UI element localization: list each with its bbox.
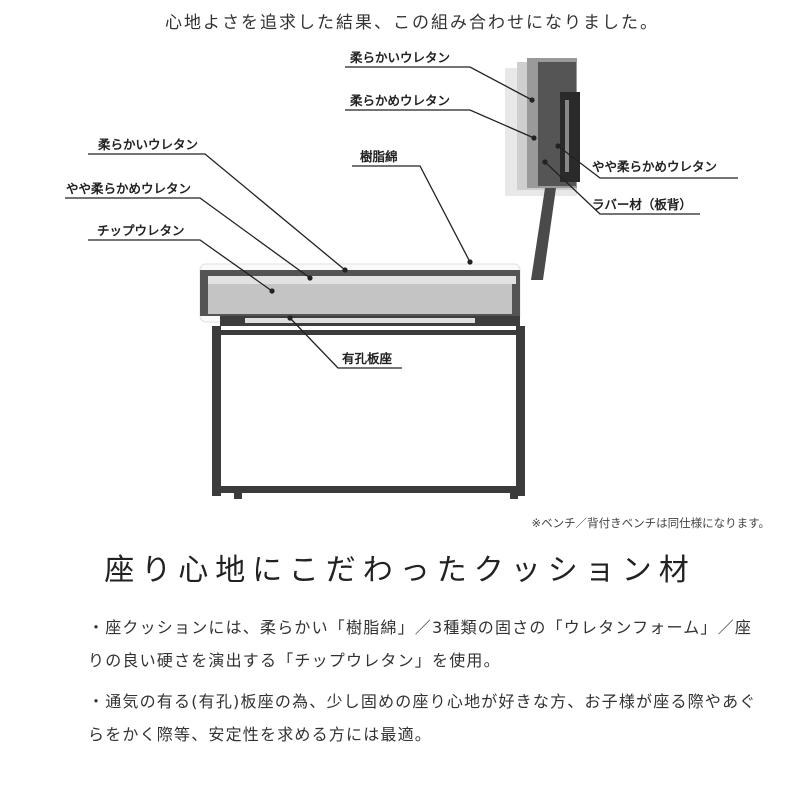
description-board-text: ・通気の有る(有孔)板座の為、少し固めの座り心地が好きな方、お子様が座る際やあぐ…	[88, 692, 757, 744]
description-cushion-text: ・座クッションには、柔らかい「樹脂綿」／3種類の固さの「ウレタンフォーム」／座り…	[88, 618, 753, 670]
backrest	[505, 58, 580, 196]
intro-text: 心地よさを追求した結果、この組み合わせになりました。	[165, 13, 659, 33]
seat	[199, 263, 521, 323]
bench-frame	[212, 326, 525, 499]
label-chip-urethane: チップウレタン	[97, 223, 185, 238]
upper-rail	[212, 330, 525, 335]
rear-foot	[510, 493, 518, 499]
front-leg	[212, 326, 221, 496]
front-foot	[234, 493, 242, 499]
spec-note: ※ベンチ／背付きベンチは同仕様になります。	[531, 516, 770, 530]
perforated-board-strip	[245, 318, 475, 323]
label-back-slightly-soft-urethane: やや柔らかめウレタン	[592, 159, 717, 174]
lower-rail	[212, 486, 525, 493]
label-back-soft-urethane: 柔らかいウレタン	[349, 50, 450, 65]
description-cushion: ・座クッションには、柔らかい「樹脂綿」／3種類の固さの「ウレタンフォーム」／座り…	[88, 611, 768, 677]
label-perforated-board-seat: 有孔板座	[342, 351, 393, 366]
rear-leg	[516, 326, 525, 496]
back-post	[531, 188, 556, 280]
label-resin-cotton: 樹脂綿	[360, 149, 398, 164]
seat-soft-layer	[208, 276, 516, 284]
label-back-mid-urethane: 柔らかめウレタン	[349, 93, 450, 108]
description-board: ・通気の有る(有孔)板座の為、少し固めの座り心地が好きな方、お子様が座る際やあぐ…	[88, 685, 768, 751]
label-seat-soft-urethane: 柔らかいウレタン	[97, 137, 198, 152]
bench-cross-section-diagram: 柔らかいウレタン 柔らかめウレタン 柔らかいウレタン やや柔らかめウレタン チッ…	[65, 50, 738, 499]
label-rubber-board: ラバー材（板背）	[592, 197, 692, 212]
leader-lines	[65, 66, 738, 369]
label-seat-mid-urethane: やや柔らかめウレタン	[66, 181, 191, 196]
leader-dots	[269, 97, 561, 321]
section-heading: 座り心地にこだわったクッション材	[104, 553, 696, 588]
backrest-rubber-highlight	[565, 100, 569, 172]
seat-chip-layer	[208, 284, 512, 314]
backrest-rubber	[560, 92, 580, 182]
